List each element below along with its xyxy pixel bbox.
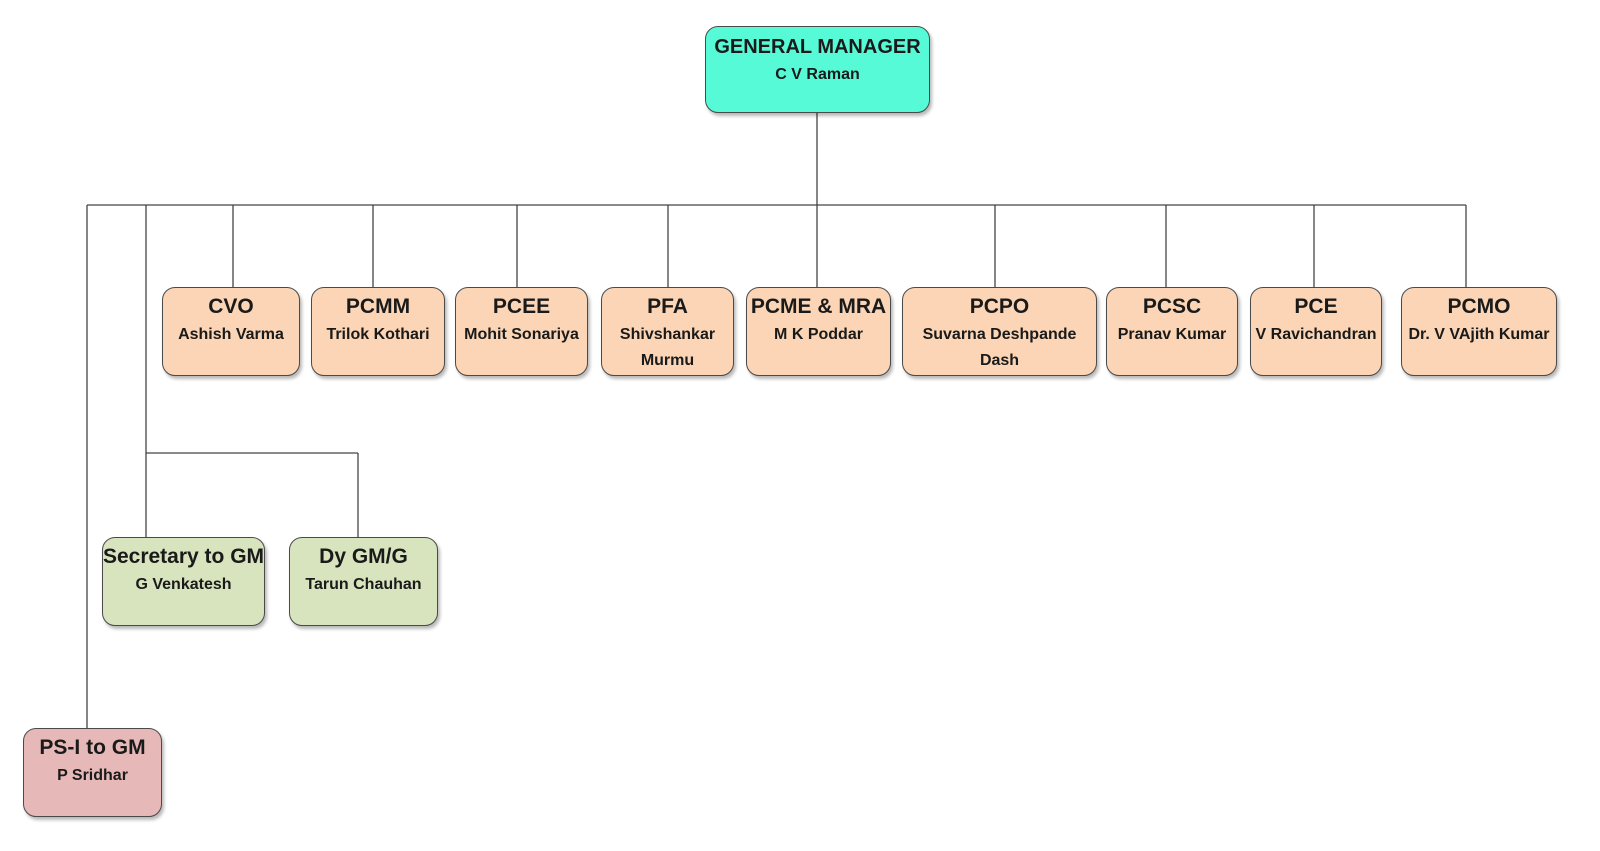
role-title: PS-I to GM	[39, 736, 146, 759]
org-box-secretary-to-gm: Secretary to GM G Venkatesh	[102, 537, 265, 626]
org-box-dy-gm-g: Dy GM/G Tarun Chauhan	[289, 537, 438, 626]
role-title: CVO	[208, 295, 254, 318]
person-name: Mohit Sonariya	[464, 326, 579, 343]
org-box-pcpo: PCPO Suvarna Deshpande Dash	[902, 287, 1097, 376]
org-box-pcmo: PCMO Dr. V VAjith Kumar	[1401, 287, 1557, 376]
person-name: Shivshankar Murmu	[619, 326, 716, 369]
org-box-pfa: PFA Shivshankar Murmu	[601, 287, 734, 376]
org-box-pcsc: PCSC Pranav Kumar	[1106, 287, 1238, 376]
role-title: PCE	[1294, 295, 1338, 318]
person-name: Ashish Varma	[178, 326, 284, 343]
person-name: C V Raman	[775, 66, 860, 83]
org-box-pcee: PCEE Mohit Sonariya	[455, 287, 588, 376]
role-title: PCSC	[1142, 295, 1202, 318]
role-title: PCMM	[345, 295, 411, 318]
org-box-pce: PCE V Ravichandran	[1250, 287, 1382, 376]
person-name: G Venkatesh	[135, 576, 232, 593]
person-name: Dr. V VAjith Kumar	[1408, 326, 1550, 343]
person-name: Trilok Kothari	[326, 326, 430, 343]
org-box-pcme-mra: PCME & MRA M K Poddar	[746, 287, 891, 376]
role-title: Dy GM/G	[319, 545, 408, 568]
person-name: P Sridhar	[57, 767, 128, 784]
role-title: PCME & MRA	[750, 295, 887, 318]
role-title: PFA	[647, 295, 688, 318]
person-name: Tarun Chauhan	[305, 576, 422, 593]
role-title: PCMO	[1447, 295, 1511, 318]
org-box-general-manager: GENERAL MANAGER C V Raman	[705, 26, 930, 113]
role-title: PCEE	[492, 295, 551, 318]
org-box-cvo: CVO Ashish Varma	[162, 287, 300, 376]
person-name: V Ravichandran	[1255, 326, 1377, 343]
role-title: PCPO	[969, 295, 1030, 318]
role-title: GENERAL MANAGER	[714, 36, 921, 58]
person-name: Pranav Kumar	[1117, 326, 1227, 343]
org-box-pcmm: PCMM Trilok Kothari	[311, 287, 445, 376]
person-name: M K Poddar	[774, 326, 863, 343]
person-name: Suvarna Deshpande Dash	[922, 326, 1077, 369]
org-box-ps-i-to-gm: PS-I to GM P Sridhar	[23, 728, 162, 817]
role-title: Secretary to GM	[102, 545, 265, 568]
